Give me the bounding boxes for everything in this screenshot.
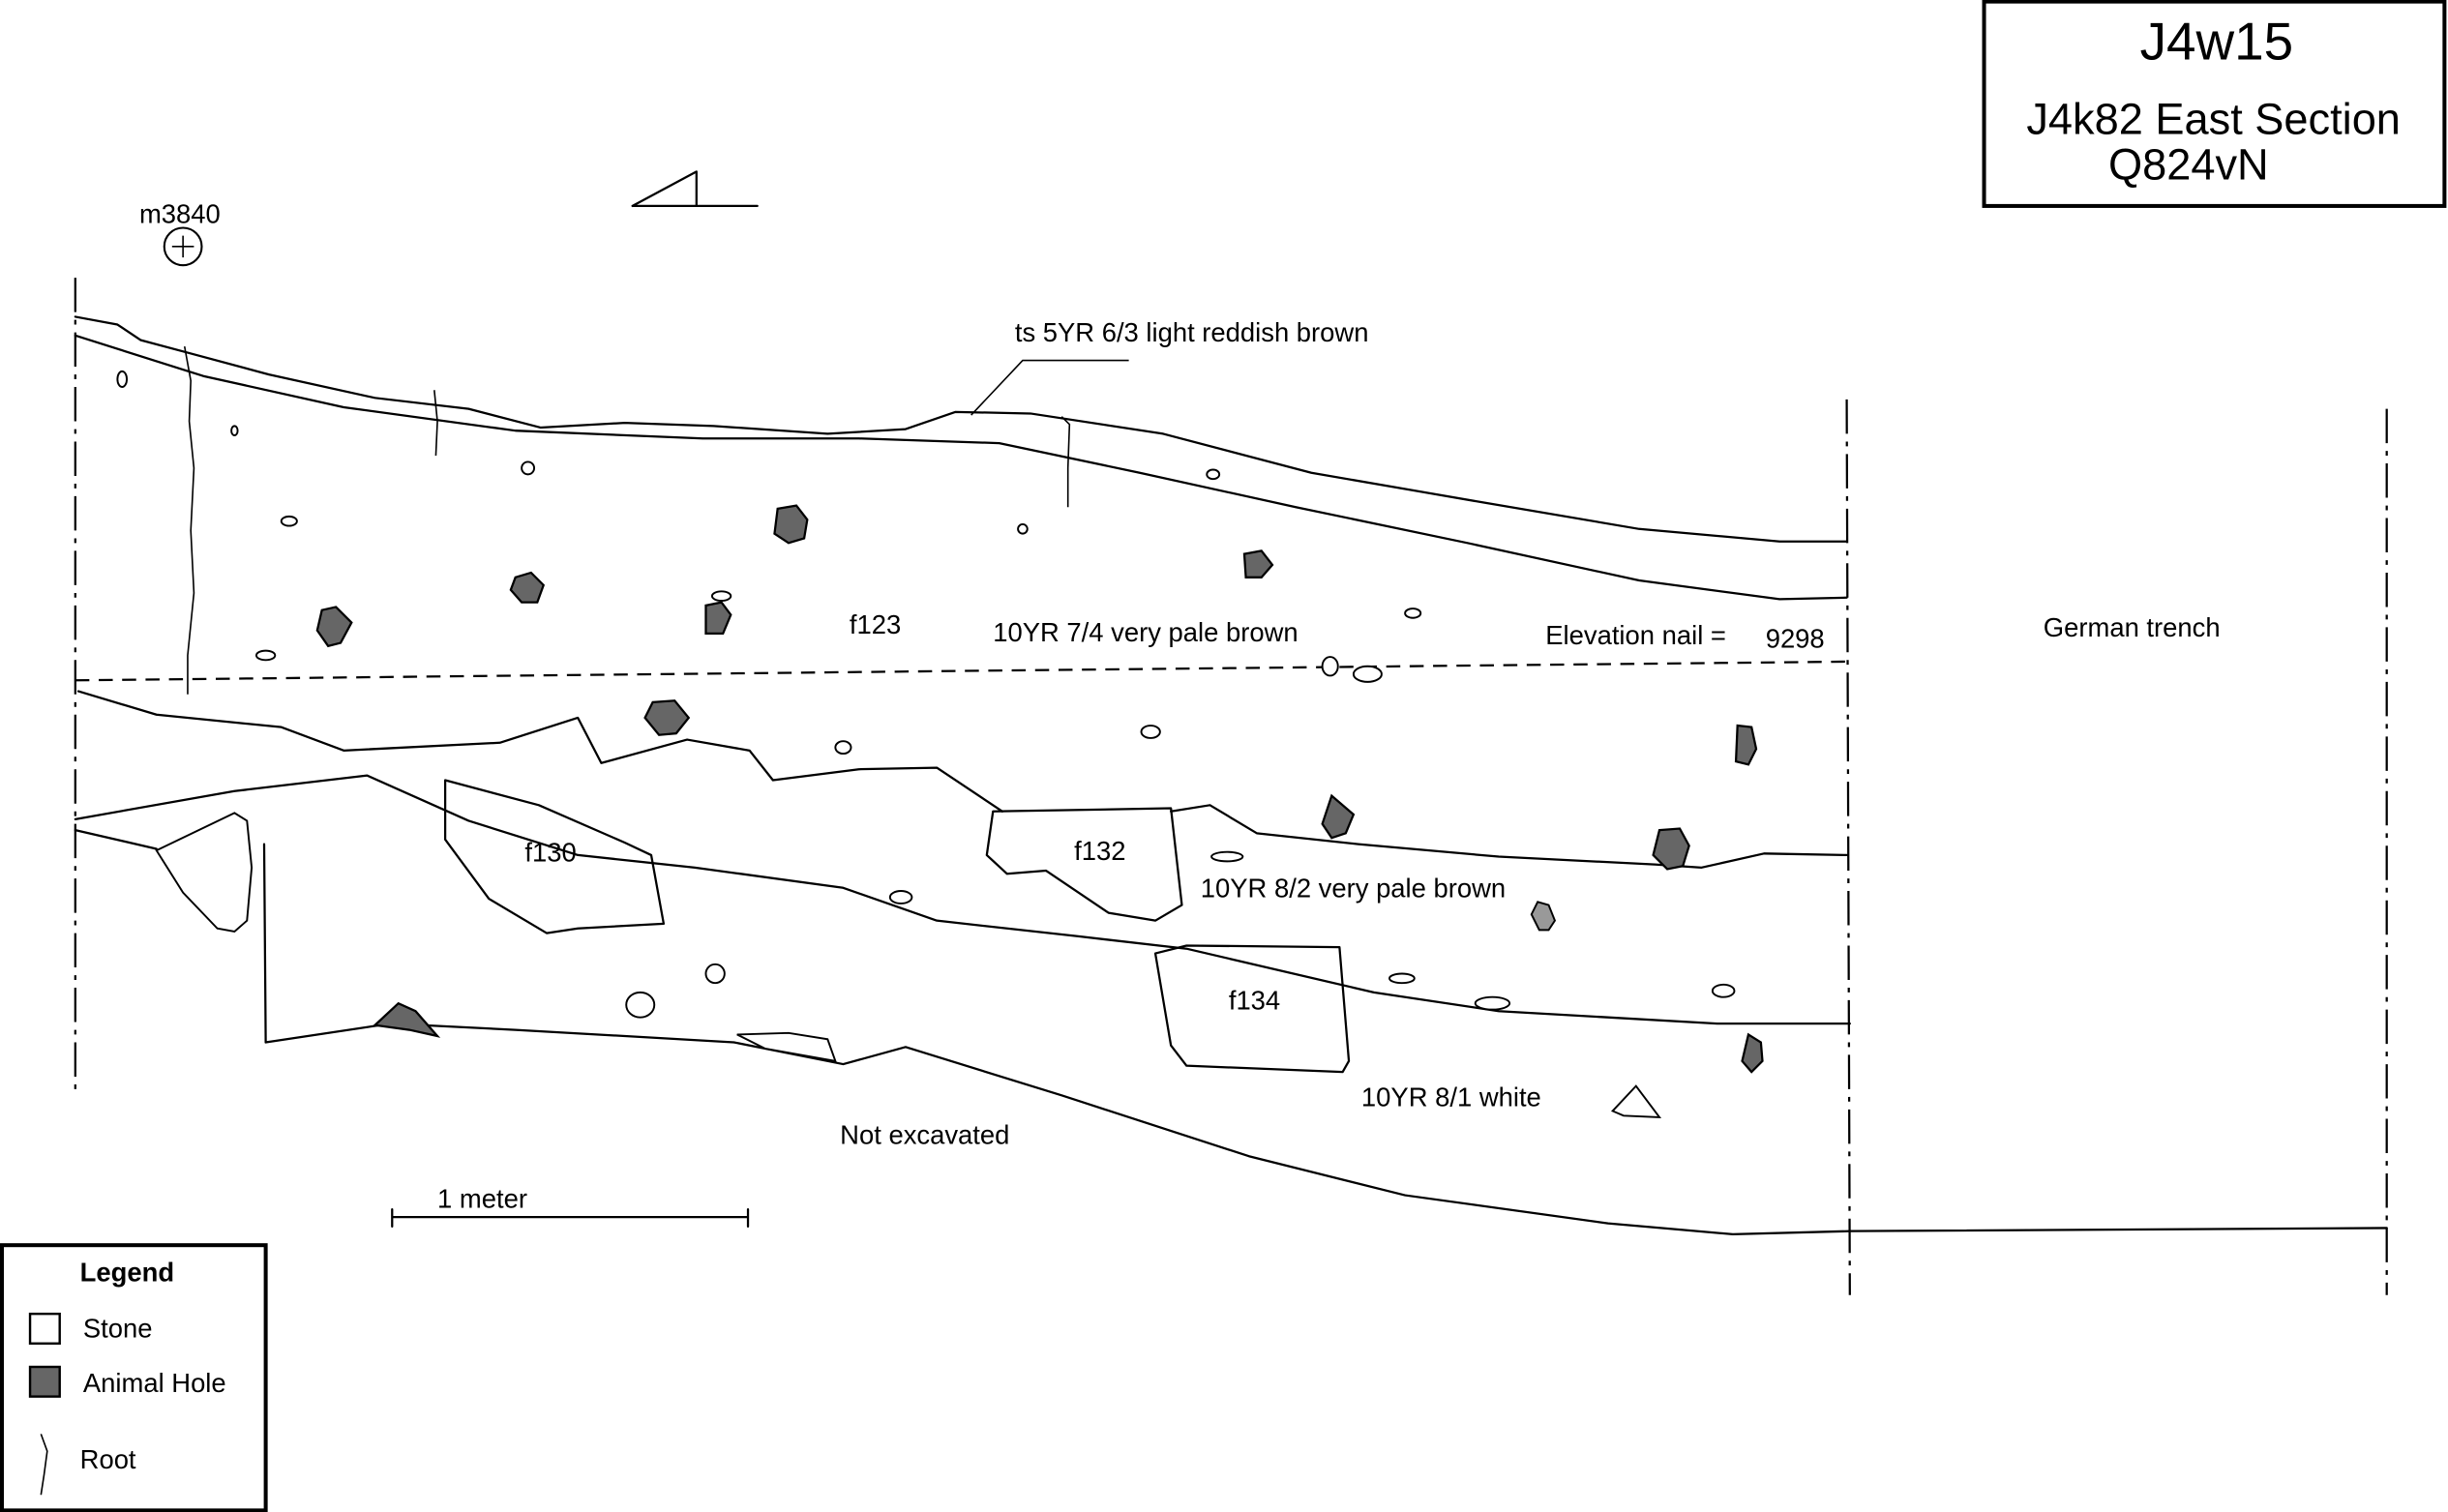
stone	[254, 649, 277, 662]
stone	[1404, 608, 1422, 619]
legend-item-animal-hole: Animal Hole	[83, 1368, 226, 1398]
feature-f132	[985, 807, 1183, 922]
elevation-label: Elevation nail =	[1545, 620, 1726, 650]
datum-cross-lines	[171, 235, 194, 258]
ground-surface-line	[74, 315, 1848, 543]
feature-f130	[443, 779, 666, 934]
layer-boundary-middle-right	[1170, 804, 1848, 869]
animal-hole	[1321, 793, 1356, 840]
pit-left-edge	[262, 843, 267, 1044]
german-trench-label: German trench	[2044, 612, 2221, 642]
animal-hole	[1652, 827, 1690, 871]
legend-animal-hole-icon	[28, 1365, 61, 1398]
stone	[1610, 1084, 1662, 1118]
animal-hole	[704, 601, 732, 636]
scale-bar: 1 meter	[391, 1183, 750, 1228]
title-box: J4w15 J4k82 East Section Q824vN	[1982, 0, 2447, 208]
legend-item-stone: Stone	[83, 1313, 153, 1343]
elevation-line	[75, 660, 1847, 682]
topsoil-label: ts 5YR 6/3 light reddish brown	[1015, 317, 1369, 347]
root-1	[183, 345, 195, 695]
elevation-value: 9298	[1766, 623, 1825, 653]
animal-hole	[773, 504, 809, 545]
stone	[116, 370, 129, 388]
stone	[704, 963, 726, 985]
layer-boundary-middle	[74, 774, 1851, 1025]
stone	[1210, 850, 1244, 863]
animal-hole	[373, 1001, 441, 1038]
stone	[1140, 725, 1161, 739]
stone	[1352, 665, 1383, 683]
stone	[521, 460, 536, 476]
pit-left-connector	[74, 828, 158, 850]
stone	[1321, 656, 1339, 677]
animal-hole	[1242, 549, 1274, 578]
stone	[1017, 523, 1029, 535]
animal-hole	[1741, 1032, 1764, 1074]
feature-f134-label: f134	[1229, 986, 1280, 1016]
drawing-subtitle: J4k82 East Section	[2026, 95, 2401, 144]
feature-f134	[1153, 944, 1351, 1074]
section-edge-right	[1845, 399, 1851, 1295]
stone	[625, 991, 656, 1019]
drawing-code: Q824vN	[2108, 139, 2269, 189]
stone	[834, 740, 852, 756]
legend-item-root: Root	[80, 1444, 136, 1474]
root-3	[1060, 416, 1071, 508]
middle-layer-label: 10YR 8/2 very pale brown	[1201, 873, 1506, 903]
animal-hole	[315, 606, 353, 648]
feature-f123-label: f123	[850, 609, 901, 639]
lower-layer-label: 10YR 8/1 white	[1361, 1082, 1541, 1112]
not-excavated-label: Not excavated	[840, 1119, 1009, 1149]
stone	[888, 890, 913, 904]
scale-bar-line	[391, 1207, 750, 1228]
stone	[280, 515, 298, 527]
animal-hole	[1734, 724, 1758, 766]
topsoil-leader-line	[970, 359, 1129, 416]
feature-f132-label: f132	[1074, 836, 1125, 866]
animal-holes	[315, 504, 1764, 1074]
datum-point: m3840	[139, 199, 221, 267]
upper-layer-label: 10YR 7/4 very pale brown	[993, 617, 1298, 647]
layer-boundary-upper	[76, 690, 1004, 813]
stones	[116, 370, 1736, 1118]
stone	[710, 590, 732, 602]
excavation-limit-line	[264, 1023, 2388, 1236]
stone-large-left	[155, 812, 254, 933]
datum-crosshair-icon	[163, 226, 203, 267]
direction-arrow-icon	[631, 170, 759, 208]
scale-bar-label: 1 meter	[437, 1183, 527, 1213]
animal-hole	[509, 571, 546, 604]
legend-title: Legend	[80, 1257, 174, 1287]
stone	[230, 425, 239, 436]
legend: Legend Stone Animal Hole Root	[0, 1243, 268, 1512]
legend-stone-icon	[28, 1312, 61, 1346]
topsoil-base-line	[74, 334, 1848, 601]
stone	[736, 1031, 837, 1063]
feature-f130-label: f130	[524, 837, 576, 867]
legend-root-icon	[40, 1434, 48, 1496]
stone	[1388, 972, 1416, 985]
datum-label: m3840	[139, 199, 221, 229]
drawing-title: J4w15	[2140, 11, 2294, 71]
stone	[1474, 995, 1511, 1011]
stone	[1206, 468, 1221, 481]
stone	[1711, 983, 1736, 998]
animal-hole	[643, 699, 691, 736]
animal-hole	[1530, 901, 1557, 932]
root-2	[433, 390, 438, 457]
